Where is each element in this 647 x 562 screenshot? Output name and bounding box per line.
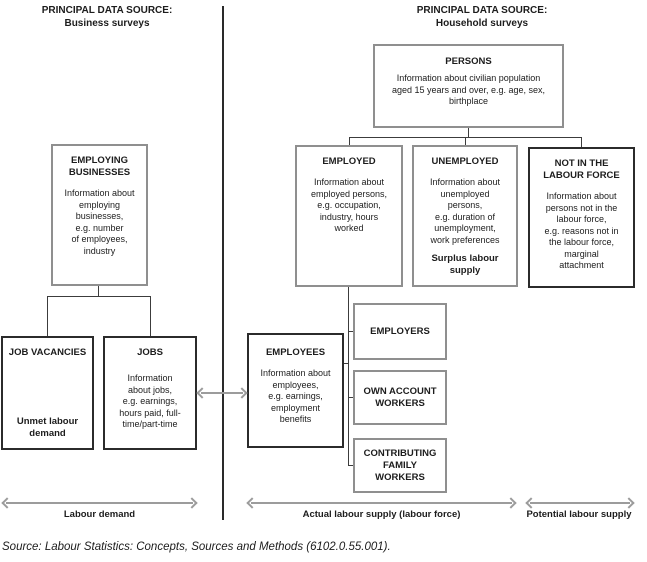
arrow-shaft — [6, 502, 193, 504]
unemployed-body: Information about unemployed persons, e.… — [429, 177, 501, 245]
own-account-workers-title: OWN ACCOUNT WORKERS — [363, 385, 437, 409]
arrow-head-right-icon — [236, 387, 248, 399]
employing-businesses-body: Information about employing businesses, … — [64, 188, 135, 256]
source-note: Source: Labour Statistics: Concepts, Sou… — [2, 541, 391, 553]
actual-labour-supply-arrow — [246, 497, 517, 509]
box-not-in-labour-force: NOT IN THE LABOUR FORCE Information abou… — [528, 147, 635, 288]
employees-title: EMPLOYEES — [265, 347, 326, 358]
employers-title: EMPLOYERS — [370, 325, 430, 337]
header-business-surveys: PRINCIPAL DATA SOURCE: Business surveys — [41, 5, 173, 29]
employed-title: EMPLOYED — [322, 156, 376, 167]
jobs-employees-arrow — [196, 387, 248, 399]
employing-businesses-title: EMPLOYING BUSINESSES — [68, 155, 131, 178]
section-divider-line — [222, 6, 224, 520]
connector-line — [150, 296, 151, 336]
connector-line — [348, 287, 349, 466]
connector-line — [348, 397, 353, 398]
unmet-labour-demand-note: Unmet labour demand — [16, 416, 79, 439]
box-persons: PERSONS Information about civilian popul… — [373, 44, 564, 128]
connector-line — [98, 286, 99, 296]
not-in-labour-force-body: Information about persons not in the lab… — [544, 191, 619, 270]
labour-demand-arrow — [1, 497, 198, 509]
box-contributing-family-workers: CONTRIBUTING FAMILY WORKERS — [353, 438, 447, 493]
employees-body: Information about employees, e.g. earnin… — [260, 368, 331, 424]
box-employed: EMPLOYED Information about employed pers… — [295, 145, 403, 287]
box-employing-businesses: EMPLOYING BUSINESSES Information about e… — [51, 144, 148, 286]
jobs-body: Information about jobs, e.g. earnings, h… — [119, 373, 181, 429]
surplus-labour-supply-note: Surplus labour supply — [431, 253, 499, 276]
connector-line — [468, 128, 469, 137]
arrow-head-left-icon — [196, 387, 208, 399]
arrow-shaft — [530, 502, 630, 504]
box-employers: EMPLOYERS — [353, 303, 447, 360]
arrow-head-right-icon — [623, 497, 635, 509]
header-household-surveys: PRINCIPAL DATA SOURCE: Household surveys — [416, 5, 548, 29]
connector-line — [47, 296, 48, 336]
arrow-head-right-icon — [186, 497, 198, 509]
job-vacancies-title: JOB VACANCIES — [8, 347, 87, 358]
box-employees: EMPLOYEES Information about employees, e… — [247, 333, 344, 448]
contributing-family-workers-title: CONTRIBUTING FAMILY WORKERS — [363, 447, 437, 483]
labour-demand-label: Labour demand — [63, 509, 136, 520]
connector-line — [581, 137, 582, 147]
unemployed-title: UNEMPLOYED — [431, 156, 499, 167]
box-unemployed: UNEMPLOYED Information about unemployed … — [412, 145, 518, 287]
arrow-shaft — [251, 502, 512, 504]
persons-title: PERSONS — [445, 56, 492, 67]
connector-line — [348, 465, 353, 466]
potential-labour-supply-arrow — [525, 497, 635, 509]
arrow-head-left-icon — [525, 497, 537, 509]
connector-line — [47, 296, 151, 297]
actual-labour-supply-label: Actual labour supply (labour force) — [302, 509, 461, 520]
not-in-labour-force-title: NOT IN THE LABOUR FORCE — [543, 158, 620, 181]
connector-line — [349, 137, 350, 145]
potential-labour-supply-label: Potential labour supply — [526, 509, 632, 520]
box-jobs: JOBS Information about jobs, e.g. earnin… — [103, 336, 197, 450]
employed-body: Information about employed persons, e.g.… — [310, 177, 388, 233]
connector-line — [465, 137, 466, 145]
box-own-account-workers: OWN ACCOUNT WORKERS — [353, 370, 447, 425]
connector-line — [344, 363, 349, 364]
arrow-head-left-icon — [246, 497, 258, 509]
box-job-vacancies: JOB VACANCIES Unmet labour demand — [1, 336, 94, 450]
jobs-title: JOBS — [137, 347, 163, 358]
arrow-head-right-icon — [505, 497, 517, 509]
arrow-head-left-icon — [1, 497, 13, 509]
connector-line — [348, 331, 353, 332]
persons-body: Information about civilian population ag… — [391, 73, 546, 106]
arrow-shaft — [201, 392, 243, 394]
